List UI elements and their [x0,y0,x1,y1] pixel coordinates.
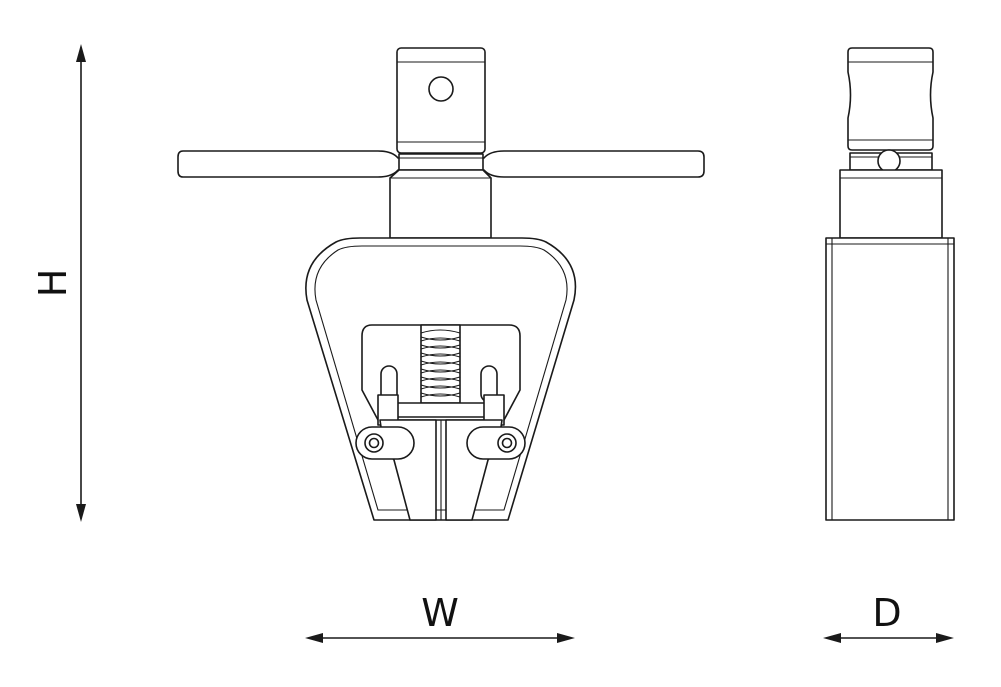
front-view [177,47,705,521]
right-pivot-pin [466,426,526,460]
top-knob [396,47,486,154]
spring-plate [377,394,505,426]
width-label: W [421,591,459,635]
neck [389,169,492,239]
depth-dimension: D [823,591,954,643]
collar-ring [398,153,484,171]
height-label: H [31,269,75,298]
width-dimension: W [305,591,575,643]
spring [420,324,461,404]
left-pivot-pin [355,426,415,460]
side-view [825,47,955,521]
side-collar [849,149,933,173]
depth-label: D [872,591,901,635]
side-top-knob [847,47,934,151]
side-body [825,237,955,521]
height-dimension: H [31,44,86,522]
side-neck [839,169,943,239]
